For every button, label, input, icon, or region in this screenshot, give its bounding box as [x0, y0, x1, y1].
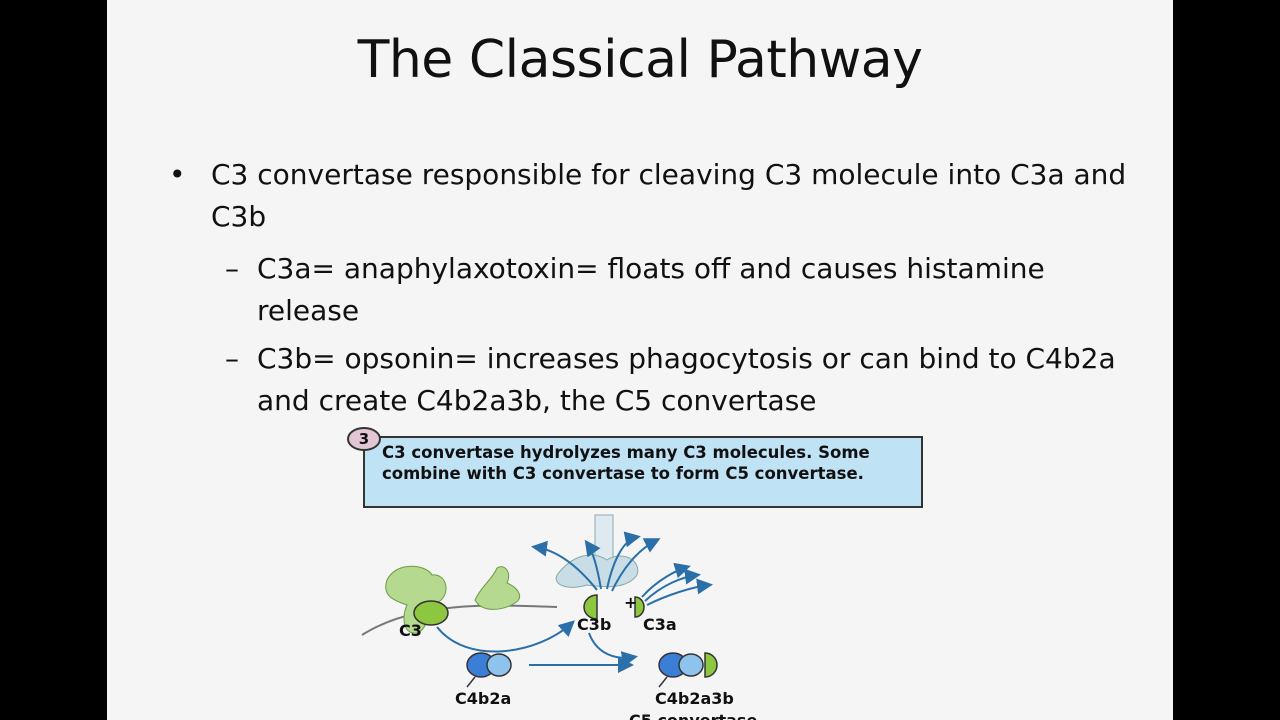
bullet-text: C3 convertase responsible for cleaving C…	[211, 158, 1127, 233]
c3a-molecule	[634, 596, 645, 618]
c4b2a3b-molecule	[658, 652, 718, 688]
complement-diagram: C3 C3b + C3a C4b2a C4b2a3b C5 convertase	[357, 505, 877, 720]
cell-membrane	[361, 604, 558, 636]
figure-caption-box: C3 convertase hydrolyzes many C3 molecul…	[363, 436, 923, 508]
sub-bullet-text: C3b= opsonin= increases phagocytosis or …	[257, 342, 1116, 417]
bullet-list: • C3 convertase responsible for cleaving…	[169, 154, 1129, 422]
bullet-item: • C3 convertase responsible for cleaving…	[169, 154, 1129, 238]
step-number-badge: 3	[347, 427, 381, 451]
antibody-shape-2	[474, 566, 520, 610]
c4b2a-molecule	[466, 652, 512, 688]
diagram-graphic	[361, 514, 718, 688]
label-plus: +	[624, 593, 638, 612]
label-c3b: C3b	[577, 615, 612, 634]
label-c4b2a3b: C4b2a3b	[655, 689, 734, 708]
slide: The Classical Pathway • C3 convertase re…	[107, 0, 1173, 720]
label-c3a: C3a	[643, 615, 677, 634]
label-c4b2a: C4b2a	[455, 689, 512, 708]
c3b-molecule	[583, 594, 598, 620]
dash-icon: –	[225, 342, 239, 375]
sub-bullet-item: – C3a= anaphylaxotoxin= floats off and c…	[169, 248, 1129, 332]
c3-molecule	[413, 600, 449, 626]
sub-bullet-item: – C3b= opsonin= increases phagocytosis o…	[169, 338, 1129, 422]
sub-bullet-text: C3a= anaphylaxotoxin= floats off and cau…	[257, 252, 1045, 327]
dash-icon: –	[225, 252, 239, 285]
bullet-dot-icon: •	[169, 158, 186, 191]
label-c5-convertase: C5 convertase	[629, 711, 757, 720]
label-c3: C3	[399, 621, 422, 640]
slide-title: The Classical Pathway	[357, 30, 923, 90]
